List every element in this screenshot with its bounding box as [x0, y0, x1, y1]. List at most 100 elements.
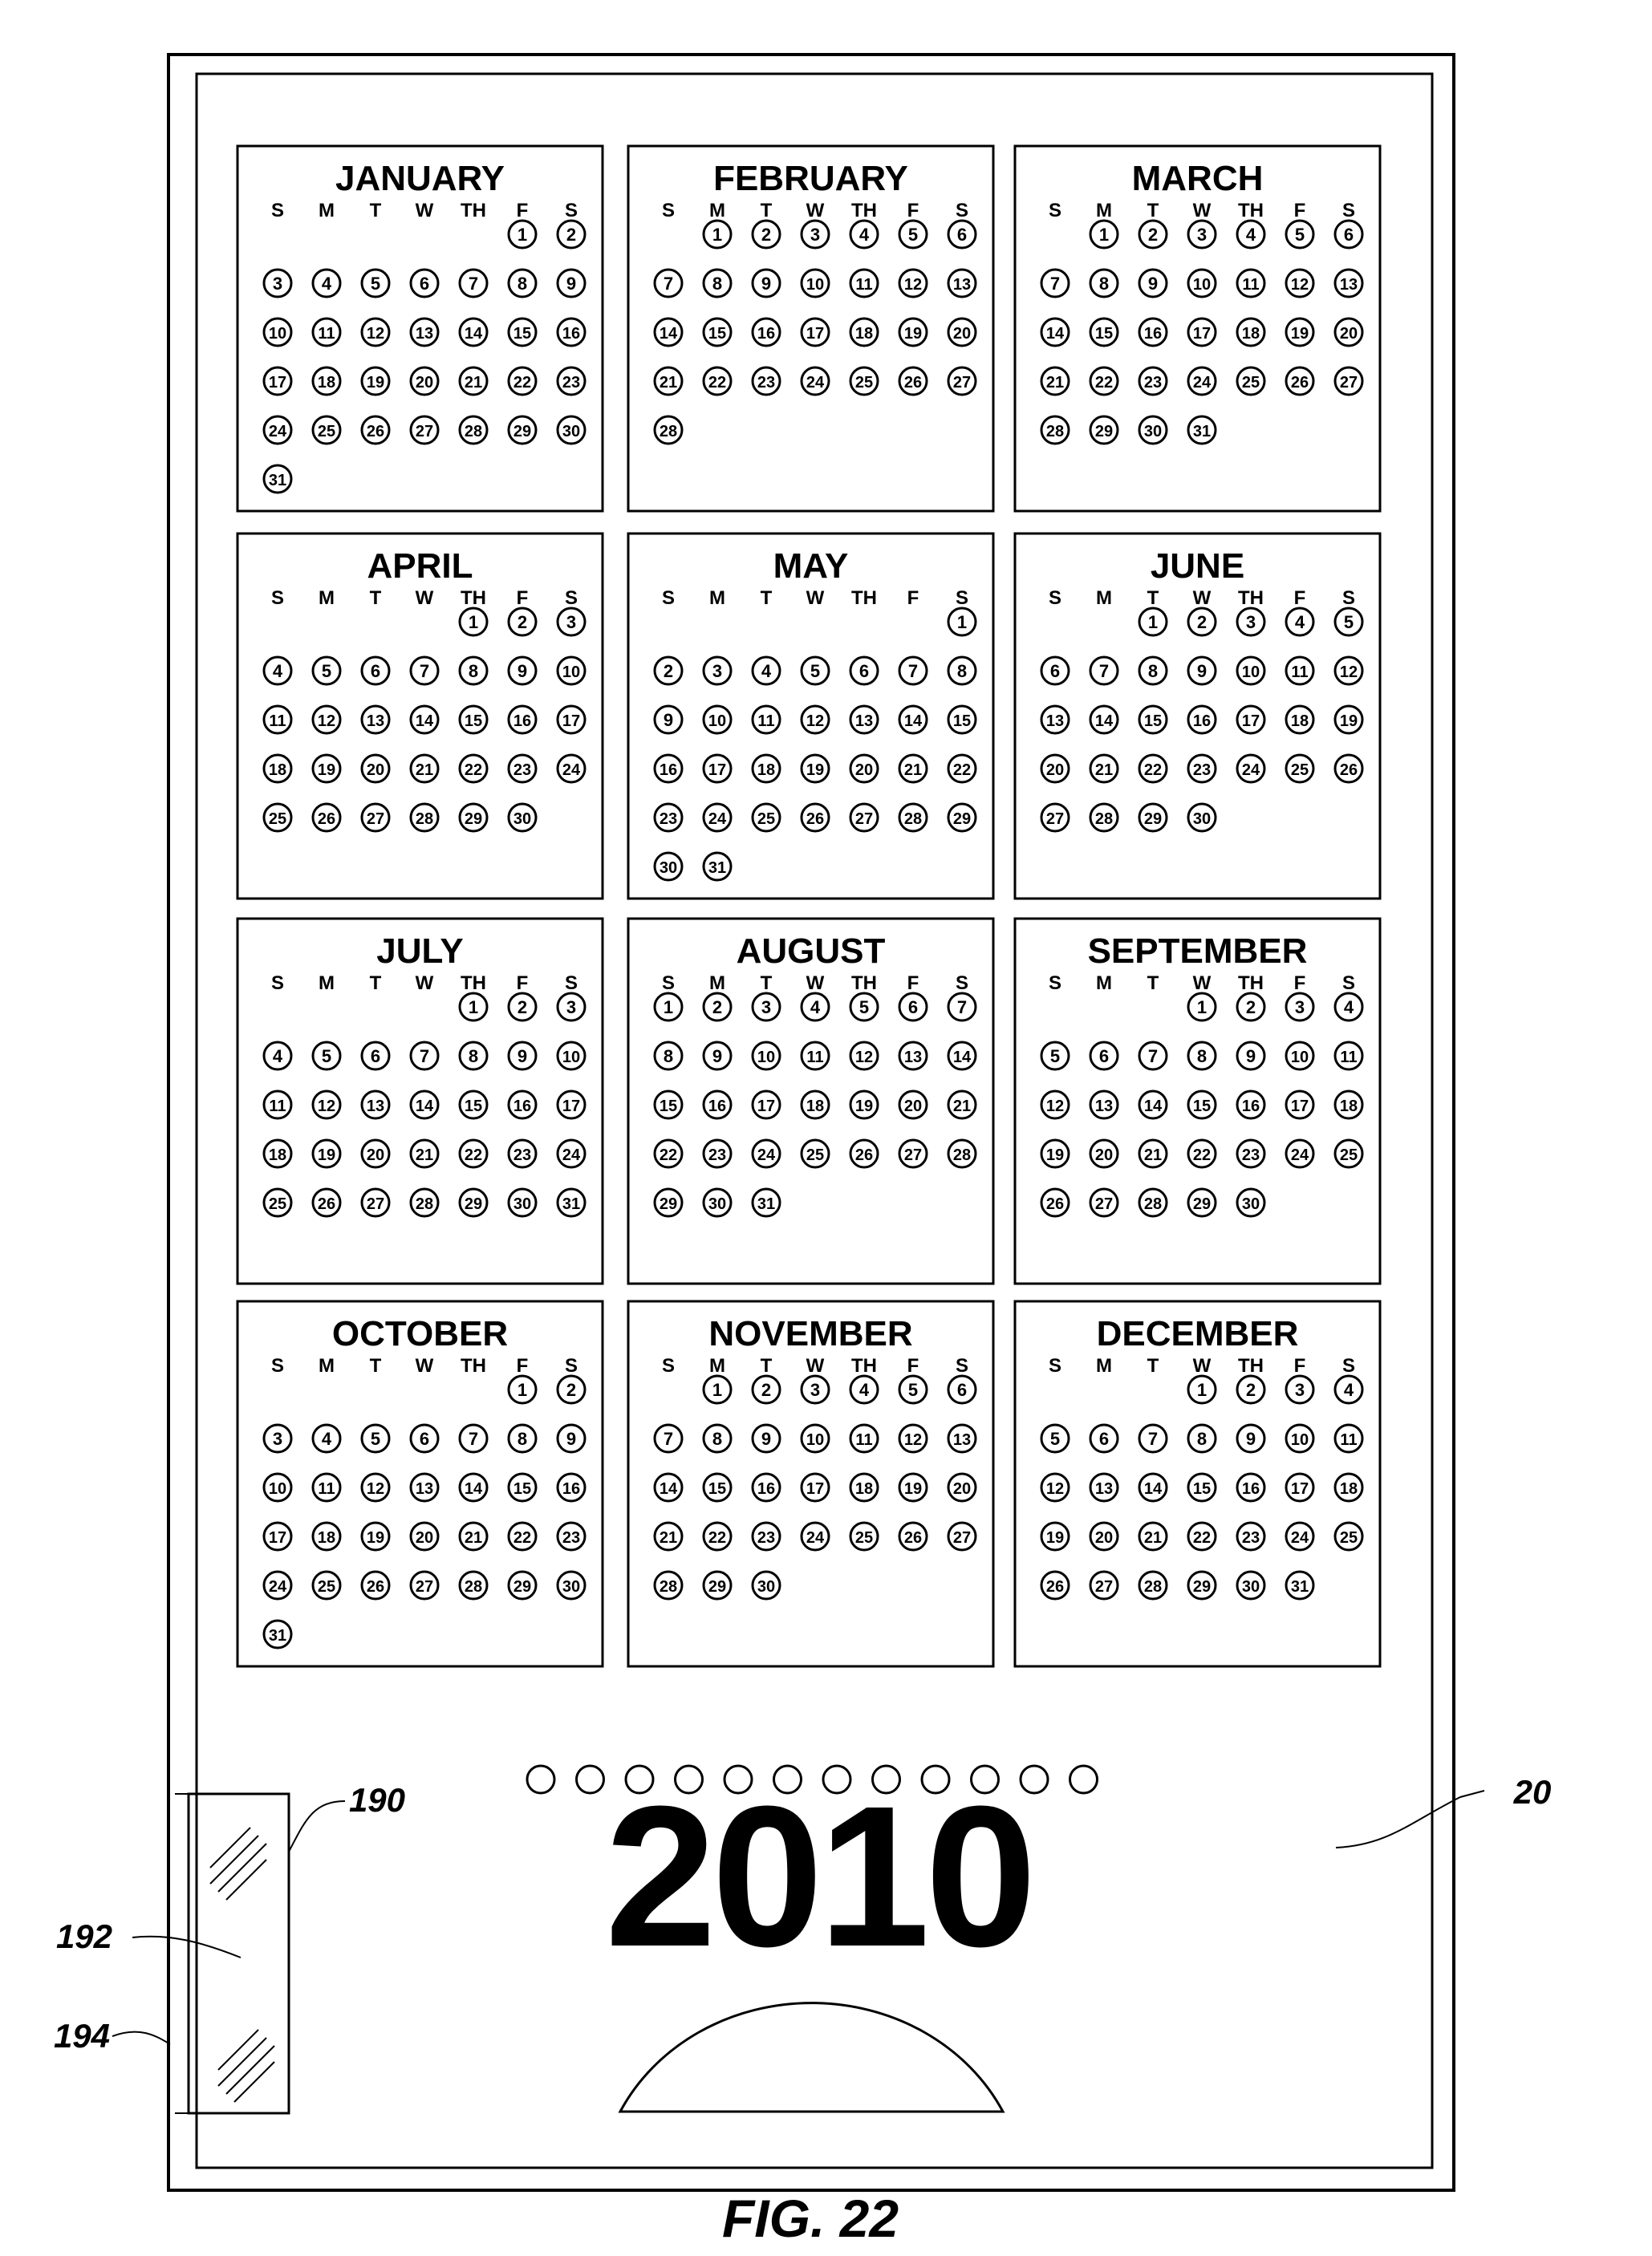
day-cell: 21	[458, 1521, 489, 1552]
weekday-header: S	[565, 200, 578, 221]
day-number: 15	[953, 712, 971, 730]
day-number: 13	[953, 1431, 971, 1449]
day-circle	[947, 753, 977, 784]
day-circle	[507, 704, 538, 735]
weekday-header: S	[271, 972, 284, 994]
day-number: 26	[318, 810, 335, 828]
day-circle	[947, 1521, 977, 1552]
weekday-header: T	[370, 200, 382, 221]
day-circle	[556, 268, 587, 298]
day-number: 12	[1291, 276, 1309, 294]
day-circle	[800, 317, 830, 347]
day-circle	[1187, 1187, 1217, 1218]
day-circle	[751, 1423, 781, 1454]
day-cell: 23	[1187, 753, 1217, 784]
weekday-header: S	[271, 200, 284, 221]
weekday-header: TH	[1238, 972, 1264, 994]
day-circle	[311, 802, 342, 833]
day-circle	[947, 219, 977, 250]
day-cell: 18	[849, 1472, 879, 1503]
day-cell: 2	[1236, 992, 1266, 1022]
day-number: 3	[1295, 997, 1305, 1017]
binding-hole	[920, 1764, 951, 1795]
day-circle	[1187, 655, 1217, 686]
day-cell: 9	[702, 1041, 733, 1071]
day-circle	[653, 415, 684, 445]
day-cell: 12	[1333, 655, 1364, 686]
day-cell: 30	[507, 1187, 538, 1218]
day-circle	[360, 655, 391, 686]
day-cell: 7	[653, 268, 684, 298]
day-number: 3	[810, 225, 820, 245]
day-circle	[1089, 704, 1119, 735]
day-circle	[1187, 753, 1217, 784]
month-title: JUNE	[1151, 546, 1244, 586]
month-title: DECEMBER	[1097, 1314, 1299, 1353]
day-cell: 11	[311, 317, 342, 347]
weekday-header: S	[565, 587, 578, 609]
day-number: 30	[562, 423, 580, 440]
day-number: 10	[562, 1049, 580, 1066]
day-number: 19	[1340, 712, 1358, 730]
day-cell: 27	[1089, 1570, 1119, 1601]
calendar-inner-frame	[195, 72, 1434, 2169]
day-number: 2	[761, 225, 771, 245]
day-circle	[800, 219, 830, 250]
day-number: 13	[1095, 1480, 1113, 1498]
day-circle	[262, 268, 293, 298]
day-circle	[1236, 1521, 1266, 1552]
day-circle	[800, 655, 830, 686]
day-cell: 19	[1040, 1521, 1070, 1552]
month-box	[236, 532, 604, 900]
day-circle	[262, 415, 293, 445]
day-cell: 11	[262, 704, 293, 735]
day-number: 10	[1193, 276, 1211, 294]
day-number: 1	[469, 612, 478, 632]
day-cell: 25	[262, 802, 293, 833]
day-circle	[1236, 1041, 1266, 1071]
day-circle	[556, 1570, 587, 1601]
day-cell: 16	[1187, 704, 1217, 735]
day-number: 1	[712, 1380, 722, 1400]
day-circle	[947, 704, 977, 735]
day-circle	[360, 802, 391, 833]
weekday-header: F	[517, 1355, 529, 1377]
day-circle	[1138, 415, 1168, 445]
day-number: 13	[904, 1049, 922, 1066]
day-number: 11	[757, 712, 774, 730]
day-cell: 14	[458, 317, 489, 347]
day-circle	[1285, 704, 1315, 735]
day-number: 15	[1095, 325, 1113, 343]
day-cell: 16	[507, 1089, 538, 1120]
day-circle	[1333, 1374, 1364, 1405]
day-number: 19	[1291, 325, 1309, 343]
day-circle	[507, 317, 538, 347]
day-number: 13	[367, 712, 384, 730]
day-number: 6	[1099, 1429, 1109, 1449]
day-cell: 29	[653, 1187, 684, 1218]
day-circle	[458, 992, 489, 1022]
month-box	[1013, 144, 1382, 513]
day-cell: 14	[1138, 1089, 1168, 1120]
day-cell: 17	[556, 704, 587, 735]
day-cell: 17	[1187, 317, 1217, 347]
day-circle	[311, 268, 342, 298]
day-cell: 9	[1236, 1423, 1266, 1454]
day-cell: 4	[311, 268, 342, 298]
day-cell: 10	[556, 655, 587, 686]
day-cell: 12	[898, 268, 928, 298]
day-number: 16	[513, 712, 531, 730]
day-circle	[1333, 1521, 1364, 1552]
day-cell: 17	[1285, 1472, 1315, 1503]
day-circle	[311, 1570, 342, 1601]
day-cell: 28	[947, 1138, 977, 1169]
day-number: 15	[465, 712, 482, 730]
day-circle	[800, 704, 830, 735]
day-cell: 6	[360, 1041, 391, 1071]
day-cell: 25	[1285, 753, 1315, 784]
day-number: 20	[904, 1098, 922, 1115]
day-cell: 20	[947, 1472, 977, 1503]
day-circle	[898, 1423, 928, 1454]
day-number: 25	[1291, 761, 1309, 779]
day-number: 9	[518, 1046, 527, 1066]
